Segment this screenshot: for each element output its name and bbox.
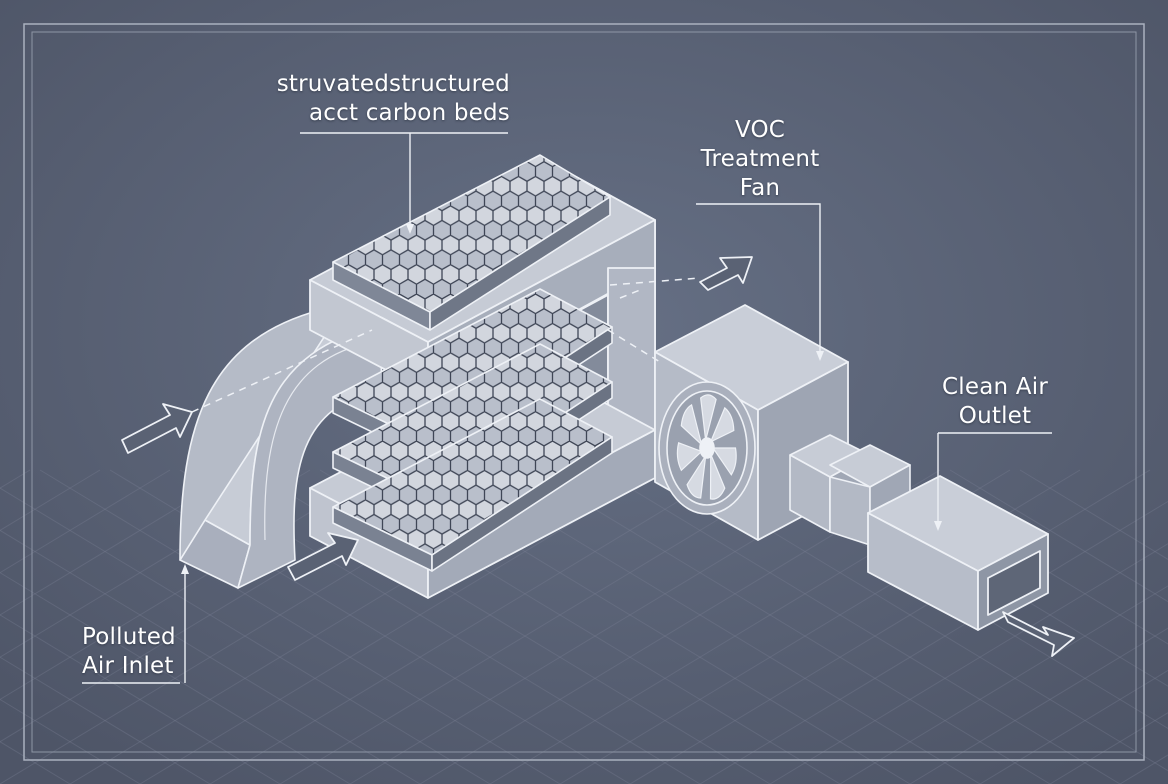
top-carbon-bed [332, 154, 611, 331]
inlet-label: Polluted Air Inlet [82, 624, 176, 679]
grid-line [39, 469, 561, 784]
grid-line [1019, 469, 1168, 560]
fan-blade [676, 442, 703, 472]
grid-line [0, 469, 171, 574]
grid-line [699, 500, 1168, 784]
fan-blade [709, 406, 735, 443]
outer-frame [23, 23, 1145, 761]
grid-line [0, 656, 211, 784]
fan-icon [658, 381, 756, 515]
grid-line [1049, 712, 1168, 784]
outlet-label: Clean Air Outlet [942, 374, 1048, 429]
fan-blade [700, 394, 717, 441]
grid-line [0, 572, 351, 784]
grid-line [0, 614, 281, 784]
grid-line [0, 469, 101, 531]
leader-arrowheads [181, 224, 942, 574]
grid-line [279, 469, 801, 784]
grid-line [979, 669, 1168, 784]
grid-line [209, 469, 731, 784]
grid-line [0, 469, 241, 616]
fan-blade [711, 447, 737, 476]
fan-blade [686, 455, 707, 499]
grid-line [839, 585, 1168, 784]
grid-line [599, 469, 1121, 784]
airflow-dashes [191, 277, 701, 413]
fan-blade [680, 403, 703, 447]
grid-line [909, 627, 1168, 784]
grid-line [0, 487, 491, 784]
inner-frame [31, 31, 1137, 753]
carbon-beds-label: struvatedstructured acct carbon beds [276, 71, 510, 126]
grid-line [529, 469, 1051, 784]
grid-line [949, 469, 1168, 603]
carbon-bed-tray [332, 398, 613, 572]
carbon-bed-trays [332, 288, 613, 572]
fan-blade [709, 454, 726, 500]
arrow-icon [121, 256, 1075, 657]
grid-line [629, 469, 1151, 784]
grid-line [139, 469, 661, 784]
fan-label: VOC Treatment Fan [700, 117, 820, 201]
leader-lines [82, 132, 1052, 684]
grid-line [0, 698, 141, 784]
clean-air-outlet-duct [867, 475, 1049, 631]
grid-line [0, 529, 421, 784]
